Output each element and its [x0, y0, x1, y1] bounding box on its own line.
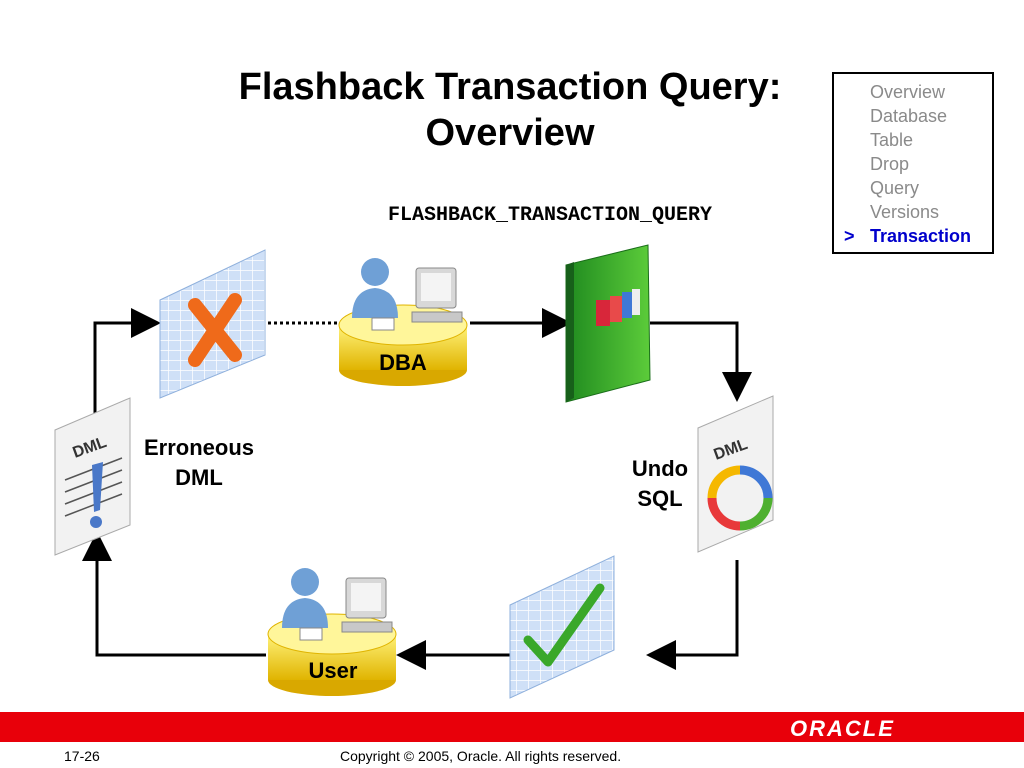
flow-arrows — [82, 308, 752, 670]
copyright-text: Copyright © 2005, Oracle. All rights res… — [340, 748, 622, 764]
arrow-user-to-dml — [82, 531, 266, 657]
arrow-book-to-undo — [650, 321, 752, 402]
page-title: Flashback Transaction Query: Overview — [180, 64, 840, 156]
nav-item-versions[interactable]: Versions — [870, 202, 940, 222]
dba-label: DBA — [379, 350, 427, 375]
erroneous-dml-line1: Erroneous — [143, 435, 255, 460]
undo-sql-label: Undo SQL — [616, 454, 704, 514]
dml-doc-undo-icon: DML — [697, 395, 774, 553]
nav-item-drop[interactable]: Drop — [870, 154, 910, 174]
dml-doc-warning-icon: DML — [54, 397, 131, 556]
undo-sql-line1: Undo — [631, 456, 689, 481]
view-name: FLASHBACK_TRANSACTION_QUERY — [388, 204, 713, 227]
erroneous-dml-line2: DML — [175, 465, 223, 490]
page-number: 17-26 — [64, 748, 100, 764]
nav-item-table[interactable]: Table — [870, 130, 914, 150]
nav-active-marker: > — [844, 226, 855, 246]
arrow-undo-to-table — [646, 560, 739, 670]
undo-sql-line2: SQL — [637, 486, 683, 511]
footer-red-bar — [0, 712, 1024, 742]
page-title-line1: Flashback Transaction Query: — [238, 66, 782, 108]
table-check-icon — [509, 555, 615, 699]
flashback-diagram: DML DML — [54, 244, 774, 699]
table-error-icon — [159, 249, 266, 399]
erroneous-dml-label: Erroneous DML — [132, 433, 266, 493]
user-workstation-icon — [267, 568, 397, 696]
nav-item-database[interactable]: Database — [870, 106, 948, 126]
arrow-dml-to-table — [93, 308, 161, 420]
topic-nav-box: Overview Database Table Drop Query Versi… — [832, 72, 994, 254]
undo-book-icon — [565, 244, 651, 403]
oracle-logo: ORACLE — [790, 716, 895, 741]
nav-item-overview[interactable]: Overview — [870, 82, 946, 102]
user-label: User — [308, 658, 358, 683]
nav-item-transaction[interactable]: Transaction — [870, 226, 972, 246]
page-title-line2: Overview — [425, 112, 595, 154]
dba-workstation-icon — [338, 258, 468, 386]
nav-item-query[interactable]: Query — [870, 178, 920, 198]
